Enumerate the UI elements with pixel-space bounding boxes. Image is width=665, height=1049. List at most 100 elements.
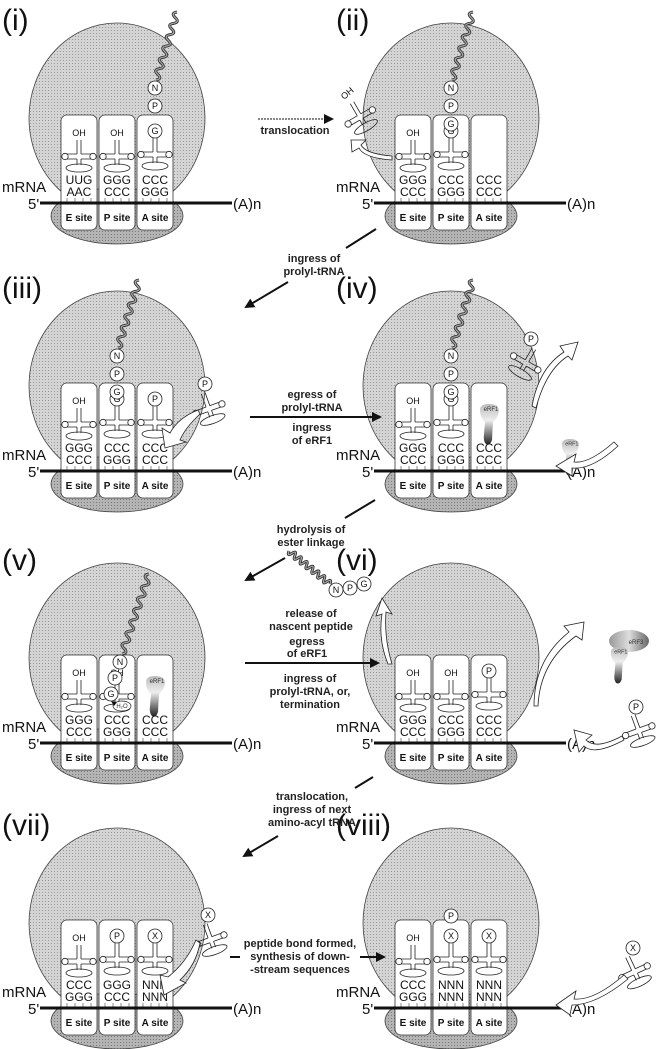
poly-a-label: (A)n xyxy=(233,736,261,753)
transition-label-line: translocation xyxy=(260,125,329,137)
trna-icon xyxy=(395,680,431,713)
residue-label: G xyxy=(113,387,120,397)
trna-icon xyxy=(61,945,97,978)
residue-label: P xyxy=(114,931,120,941)
anticodon-label: UUG xyxy=(66,173,93,187)
arrow-ii-to-iii-tail xyxy=(345,228,377,249)
hydroxyl-label: OH xyxy=(406,396,420,406)
codon-label: CCC xyxy=(400,453,426,467)
mrna-label: mRNA xyxy=(2,447,46,464)
site-label: E site xyxy=(400,1018,427,1029)
site-label: P site xyxy=(104,481,131,492)
hydroxyl-label: OH xyxy=(406,668,420,678)
site-box xyxy=(394,382,432,499)
site-box xyxy=(60,654,98,771)
residue-label: P xyxy=(202,379,208,389)
site-label: E site xyxy=(66,481,93,492)
entry-arrow-icon xyxy=(573,729,625,753)
residue-circle xyxy=(625,940,641,956)
anticodon-label: NNN xyxy=(476,978,502,992)
transition-label-line: egress of xyxy=(288,389,337,401)
anticodon-label: GGG xyxy=(399,173,427,187)
incoming-trna-icon xyxy=(622,714,656,748)
trna-icon xyxy=(99,406,135,439)
amino-acid-circle xyxy=(147,391,163,407)
exit-arrow-icon xyxy=(531,341,579,409)
transition-label-line: ingress xyxy=(292,422,331,434)
residue-circle xyxy=(342,580,358,596)
anticodon-label: GGG xyxy=(103,978,131,992)
anticodon-label: CCC xyxy=(438,441,464,455)
amino-acid-circle xyxy=(147,123,163,139)
residue-label: X xyxy=(630,943,636,953)
label-vii-to-viii: peptide bond formed,synthesis of down--s… xyxy=(244,938,356,976)
site-label: P site xyxy=(438,481,465,492)
transition-label-line: prolyl-tRNA xyxy=(281,402,342,414)
codon-label: CCC xyxy=(476,453,502,467)
transition-label-line: of eRF1 xyxy=(292,435,332,447)
anticodon-label: CCC xyxy=(142,173,168,187)
site-label: E site xyxy=(66,1018,93,1029)
site-p: GCCCGGGP site xyxy=(432,114,470,231)
site-box xyxy=(98,919,136,1036)
codon-label: NNN xyxy=(476,990,502,1004)
mrna-label: mRNA xyxy=(2,179,46,196)
transition-label-line: of eRF1 xyxy=(287,648,327,660)
residue-label: N xyxy=(333,585,340,595)
residue-label: X xyxy=(152,931,158,941)
trna-icon xyxy=(395,140,431,173)
trna-icon xyxy=(395,408,431,441)
erf1-icon: eRF1 xyxy=(480,404,499,445)
site-label: A site xyxy=(476,481,503,492)
site-label: P site xyxy=(104,753,131,764)
codon-label: CCC xyxy=(142,453,168,467)
transition-label-line: ingress of next xyxy=(273,804,352,816)
anticodon-label: CCC xyxy=(66,978,92,992)
anticodon-label: CCC xyxy=(400,978,426,992)
residue-label: P xyxy=(152,394,158,404)
site-label: E site xyxy=(400,481,427,492)
panel-label: (vii) xyxy=(2,809,50,842)
transition-label-line: amino-acyl tRNA xyxy=(268,817,356,829)
site-box xyxy=(60,382,98,499)
five-prime-label: 5' xyxy=(362,196,373,213)
trna-icon xyxy=(395,945,431,978)
residue-label: G xyxy=(151,126,158,136)
trna-icon xyxy=(433,680,469,713)
transition-label-line: prolyl-tRNA xyxy=(283,266,344,278)
codon-label: GGG xyxy=(103,453,131,467)
hydroxyl-label: OH xyxy=(444,668,458,678)
codon-label: NNN xyxy=(438,990,464,1004)
hydroxyl-label: OH xyxy=(339,85,356,101)
residue-circle xyxy=(200,907,216,923)
panel-label: (iv) xyxy=(336,272,378,305)
residue-label: N xyxy=(152,83,159,93)
site-p: GCCCGGGP site xyxy=(98,382,136,499)
site-box xyxy=(470,654,508,771)
anticodon-label: CCC xyxy=(476,441,502,455)
anticodon-label: CCC xyxy=(438,713,464,727)
site-box xyxy=(98,114,136,231)
erf1-icon: eRF1 xyxy=(610,647,628,684)
erf3-icon xyxy=(609,630,649,652)
site-box xyxy=(470,114,508,231)
trna-icon xyxy=(137,138,173,171)
incoming-prolyl-trna: P xyxy=(622,699,656,748)
mrna-label: mRNA xyxy=(2,719,46,736)
site-label: A site xyxy=(142,753,169,764)
panel-label: (i) xyxy=(2,4,29,37)
panel-label: (v) xyxy=(2,544,37,577)
